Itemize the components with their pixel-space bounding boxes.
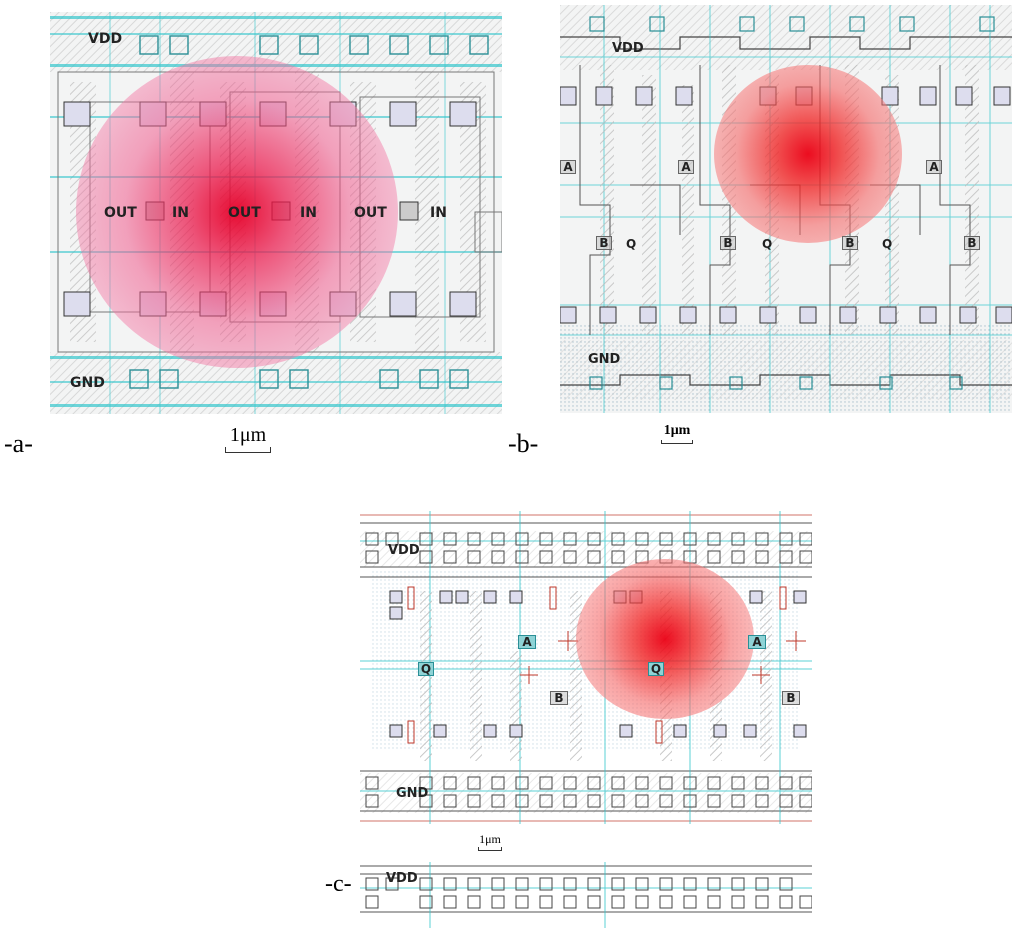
pin-b-1: B — [596, 236, 612, 250]
pin-b-1: B — [550, 691, 568, 705]
panel-b-scale-text: 1μm — [663, 423, 691, 438]
panel-c-scale-bar: 1μm — [470, 833, 510, 851]
panel-c-bottom-strip-graphic — [360, 862, 812, 928]
gnd-label: GND — [396, 786, 429, 801]
panel-a-label: -a- — [4, 429, 33, 458]
out-label-1: OUT — [104, 205, 137, 221]
vdd-label: VDD — [388, 543, 420, 558]
pin-a-3: A — [926, 160, 942, 174]
in-label-1: IN — [172, 205, 189, 221]
pin-b-3: B — [842, 236, 858, 250]
panel-c-scale-line — [478, 847, 502, 851]
panel-b-layout: VDD GND A A A B Q B Q B Q B — [560, 5, 1012, 413]
pin-a-2: A — [748, 635, 766, 649]
out-label-3: OUT — [354, 205, 387, 221]
pin-q-2: Q — [762, 237, 773, 251]
panel-c-label: -c- — [325, 871, 352, 897]
panel-c-scale-text: 1μm — [479, 832, 501, 846]
pin-b-2: B — [782, 691, 800, 705]
in-label-3: IN — [430, 205, 447, 221]
pin-q-1: Q — [418, 662, 434, 676]
panel-b-scale-bar: 1μm — [652, 424, 702, 444]
in-label-2: IN — [300, 205, 317, 221]
gnd-label: GND — [70, 375, 105, 391]
pin-q-1: Q — [626, 237, 637, 251]
panel-b-label: -b- — [508, 429, 539, 458]
panel-c-layout: VDD GND A A Q Q B B — [360, 511, 812, 824]
panel-b-layout-graphic — [560, 5, 1012, 413]
pin-b-2: B — [720, 236, 736, 250]
pin-a-1: A — [560, 160, 576, 174]
vdd-label-bottom: VDD — [386, 871, 418, 886]
pin-b-4: B — [964, 236, 980, 250]
panel-a-scale-line — [225, 447, 271, 453]
pin-a-1: A — [518, 635, 536, 649]
vdd-label: VDD — [612, 41, 644, 56]
panel-a-layout: VDD GND OUT IN OUT IN OUT IN — [50, 12, 502, 414]
panel-b-scale-line — [661, 440, 693, 444]
pin-a-2: A — [678, 160, 694, 174]
vdd-label: VDD — [88, 31, 123, 47]
panel-c-bottom-strip: VDD — [360, 862, 812, 928]
out-label-2: OUT — [228, 205, 261, 221]
pin-q-3: Q — [882, 237, 893, 251]
panel-a-scale-text: 1μm — [229, 424, 267, 446]
pin-q-2: Q — [648, 662, 664, 676]
panel-a-scale-bar: 1μm — [218, 425, 278, 453]
gnd-label: GND — [588, 352, 621, 367]
